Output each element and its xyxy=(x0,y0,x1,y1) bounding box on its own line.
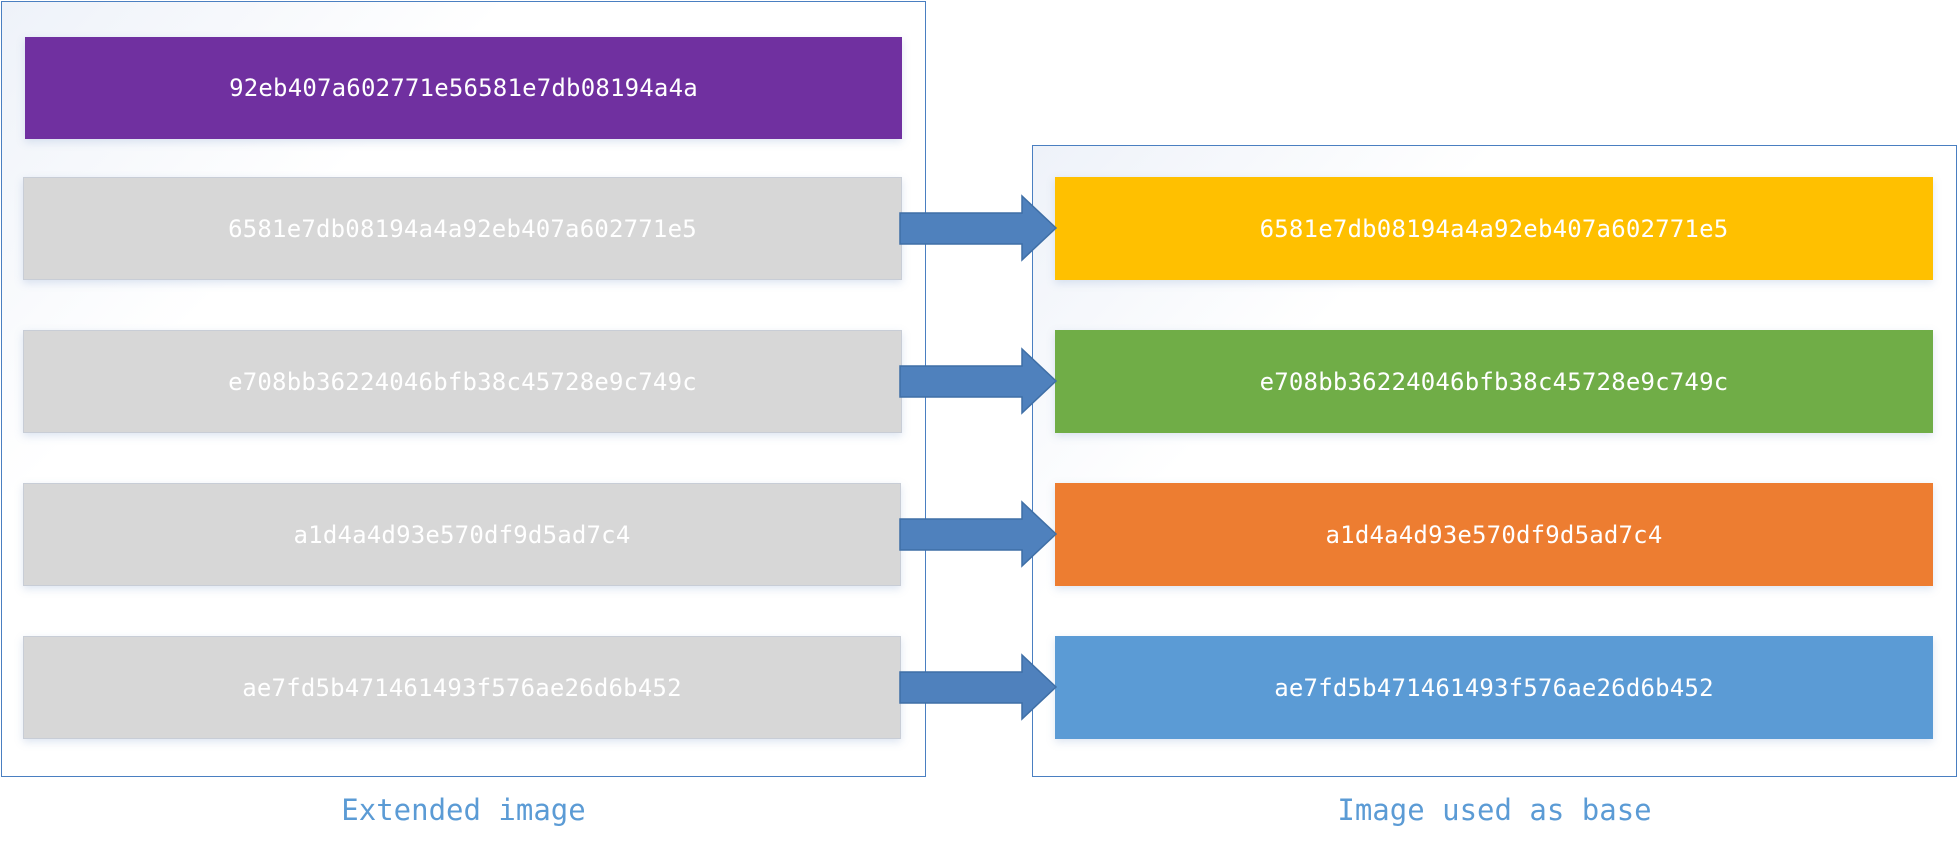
extended-layer-4-hash: ae7fd5b471461493f576ae26d6b452 xyxy=(242,673,682,702)
extended-layer-1: 6581e7db08194a4a92eb407a602771e5 xyxy=(23,177,902,280)
extended-layer-3: a1d4a4d93e570df9d5ad7c4 xyxy=(23,483,901,586)
base-layer-0: 6581e7db08194a4a92eb407a602771e5 xyxy=(1055,177,1933,280)
arrow-icon xyxy=(899,500,1058,568)
base-layer-3: ae7fd5b471461493f576ae26d6b452 xyxy=(1055,636,1933,739)
extended-layer-1-hash: 6581e7db08194a4a92eb407a602771e5 xyxy=(228,214,697,243)
base-layer-2-hash: a1d4a4d93e570df9d5ad7c4 xyxy=(1325,520,1663,549)
extended-layer-3-hash: a1d4a4d93e570df9d5ad7c4 xyxy=(293,520,631,549)
base-image-caption: Image used as base xyxy=(1337,793,1652,827)
extended-layer-2-hash: e708bb36224046bfb38c45728e9c749c xyxy=(228,367,697,396)
arrow-icon xyxy=(899,347,1058,415)
base-layer-3-hash: ae7fd5b471461493f576ae26d6b452 xyxy=(1274,673,1714,702)
extended-image-caption: Extended image xyxy=(341,793,586,827)
base-layer-1: e708bb36224046bfb38c45728e9c749c xyxy=(1055,330,1933,433)
arrow-icon xyxy=(899,194,1058,262)
extended-layer-0-hash: 92eb407a602771e56581e7db08194a4a xyxy=(229,74,698,102)
arrow-icon xyxy=(899,653,1058,721)
base-layer-1-hash: e708bb36224046bfb38c45728e9c749c xyxy=(1259,367,1729,396)
extended-layer-4: ae7fd5b471461493f576ae26d6b452 xyxy=(23,636,901,739)
extended-layer-0: 92eb407a602771e56581e7db08194a4a xyxy=(25,37,902,139)
base-layer-2: a1d4a4d93e570df9d5ad7c4 xyxy=(1055,483,1933,586)
extended-layer-2: e708bb36224046bfb38c45728e9c749c xyxy=(23,330,902,433)
base-layer-0-hash: 6581e7db08194a4a92eb407a602771e5 xyxy=(1259,214,1729,243)
